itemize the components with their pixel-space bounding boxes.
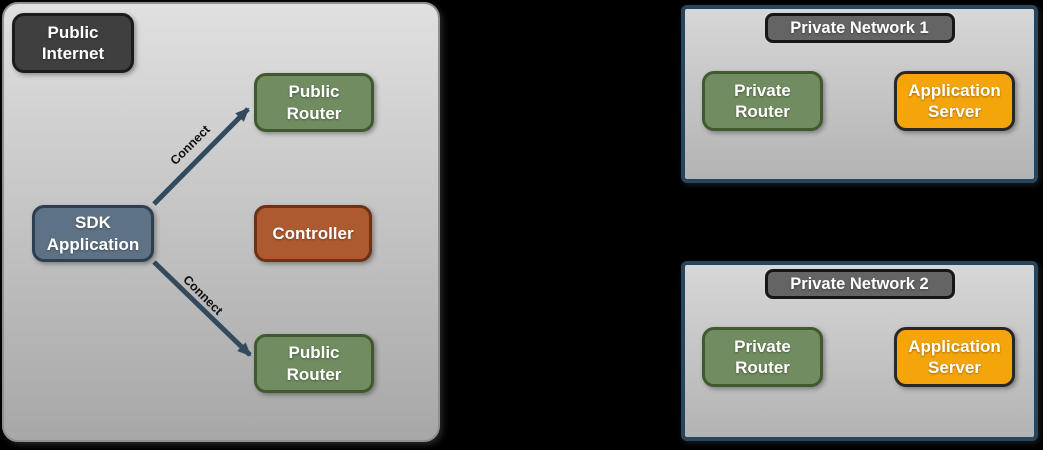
private-network-1-title: Private Network 1	[790, 18, 929, 37]
node-private-router-2: Private Router	[702, 327, 823, 387]
application-server-1-label: Application Server	[908, 80, 1001, 121]
connect-arrow-bottom	[152, 260, 252, 357]
public-internet-zone: Connect Connect Public Internet Public R…	[2, 2, 440, 442]
private-network-2-title: Private Network 2	[790, 274, 929, 293]
node-private-router-1: Private Router	[702, 71, 823, 131]
sdk-application-label: SDK Application	[46, 213, 140, 254]
node-application-server-2: Application Server	[894, 327, 1015, 387]
private-router-2-label: Private Router	[734, 336, 791, 377]
connect-label-top: Connect	[168, 122, 214, 168]
public-router-top-label: Public Router	[286, 82, 342, 123]
private-network-1-panel: Private Network 1 Private Router Applica…	[681, 5, 1038, 183]
node-sdk-application: SDK Application	[32, 205, 154, 262]
node-controller: Controller	[254, 205, 372, 262]
connect-label-bottom: Connect	[180, 273, 226, 319]
node-public-router-bottom: Public Router	[254, 334, 374, 393]
node-public-router-top: Public Router	[254, 73, 374, 132]
private-network-2-panel: Private Network 2 Private Router Applica…	[681, 261, 1038, 441]
application-server-2-label: Application Server	[908, 336, 1001, 377]
node-application-server-1: Application Server	[894, 71, 1015, 131]
public-internet-label: Public Internet	[41, 22, 105, 63]
private-network-1-title-box: Private Network 1	[764, 13, 955, 43]
connect-arrow-top	[152, 107, 250, 206]
public-internet-label-box: Public Internet	[12, 13, 134, 73]
controller-label: Controller	[272, 223, 354, 243]
public-router-bottom-label: Public Router	[286, 343, 342, 384]
private-network-2-title-box: Private Network 2	[764, 269, 955, 299]
private-router-1-label: Private Router	[734, 80, 791, 121]
